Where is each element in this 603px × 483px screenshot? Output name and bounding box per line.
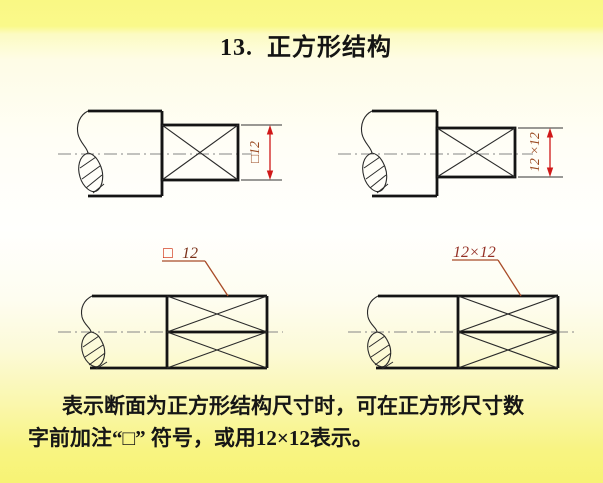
dimension-arrow-bottom: [546, 167, 554, 177]
break-hatch-lines: [79, 156, 105, 194]
break-hatch-outline: [78, 152, 104, 193]
leader-line: [497, 259, 522, 297]
dimension-label: 12: [182, 245, 198, 262]
caption: 表示断面为正方形结构尺寸时，可在正方形尺寸数 字前加注“□” 符号，或用12×1…: [28, 391, 594, 454]
break-line: [366, 295, 379, 333]
figure-top-left: □12: [58, 109, 282, 198]
break-hatch-outline: [81, 331, 106, 368]
break-line: [76, 110, 89, 154]
dimension-label: 12 ×12: [527, 132, 542, 172]
extension-lines: [518, 127, 563, 178]
dimension-label: 12×12: [453, 244, 496, 261]
section-diagonals: [161, 124, 239, 181]
square-section: [435, 126, 517, 179]
dimension-arrow-top: [546, 128, 554, 138]
figure-top-right: 12 ×12: [338, 109, 563, 198]
section-boundary: [456, 296, 558, 368]
figure-bottom-right: 12×12: [348, 244, 577, 370]
dimension-arrow-bottom: [266, 170, 274, 180]
shaft-body-outline: [372, 109, 439, 198]
caption-line-1: 表示断面为正方形结构尺寸时，可在正方形尺寸数: [62, 394, 524, 418]
break-hatch-outline: [367, 331, 392, 368]
square-section: [160, 123, 240, 182]
dimension-arrow-top: [266, 125, 274, 135]
figure-bottom-left: □ 12: [58, 245, 283, 370]
break-hatch-lines: [363, 156, 389, 194]
section-diagonals: [436, 127, 516, 178]
break-hatch-lines: [82, 335, 108, 370]
dimension-label: □12: [247, 141, 262, 163]
section-diagonals: [457, 295, 559, 369]
leader-line: [204, 260, 229, 297]
break-hatch-lines: [368, 335, 394, 370]
section-boundary: [165, 296, 267, 368]
caption-line-2: 字前加注“□” 符号，或用12×12表示。: [28, 425, 373, 450]
break-line: [360, 110, 373, 154]
break-hatch-outline: [362, 152, 388, 193]
section-diagonals: [166, 295, 268, 369]
page-title: 13. 正方形结构: [220, 35, 392, 61]
square-symbol: □: [163, 245, 173, 262]
break-line: [80, 295, 93, 333]
extension-lines: [241, 124, 282, 181]
